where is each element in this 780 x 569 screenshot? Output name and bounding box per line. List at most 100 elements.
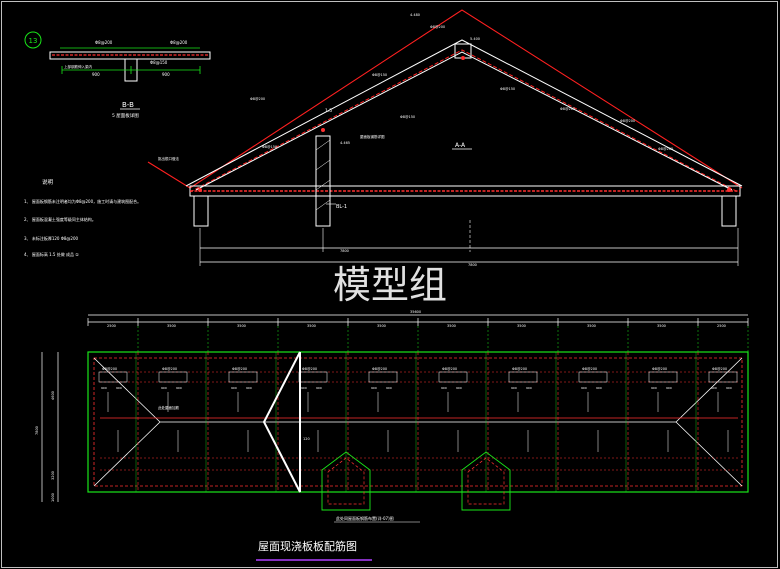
plan-top-dim: 2500 — [107, 324, 116, 328]
plan-rebar-dim: 900 — [231, 386, 237, 390]
plan-top-dims: 2500 3500 3500 3500 3500 3500 3500 3500 3500 2500 — [87, 318, 749, 352]
aa-dim-1: 7800 — [340, 249, 349, 253]
aa-note-mid: 屋面板钢筋详图 — [360, 134, 385, 139]
plan-hip-right-bottom — [675, 421, 743, 487]
aa-right-wall — [721, 195, 737, 227]
plan-left-dim-4: 1000 — [51, 493, 55, 502]
plan-rebar-box — [98, 371, 128, 383]
plan-hip-right-top — [675, 357, 743, 423]
plan-top-dim: 3500 — [587, 324, 596, 328]
notes-block: 说明 1、 屋面板钢筋未注明者均为Φ8@200，施工时请与建筑图配合。 2、 屋… — [24, 178, 141, 257]
plan-rebar-label: Φ8@200 — [102, 367, 117, 371]
plan-dormer-2 — [461, 451, 511, 511]
aa-slope: 1.5 — [325, 108, 332, 114]
plan-rebar-dim: 900 — [301, 386, 307, 390]
aa-roof-outer-rebar — [147, 9, 743, 189]
plan-top-dim: 2500 — [717, 324, 726, 328]
plan-rebar-dim: 900 — [316, 386, 322, 390]
aa-note-left: 挑出檐口做法 — [158, 156, 179, 161]
plan-top-dim: 3500 — [517, 324, 526, 328]
watermark: 模型组 — [333, 263, 447, 307]
aa-rebar-label: Φ8@150 — [262, 145, 277, 149]
plan-rebar-box — [228, 371, 258, 383]
plan-dormer-1 — [321, 451, 371, 511]
bb-subtitle: 5 屋面板详图 — [112, 112, 139, 119]
plan-rebar-dim: 900 — [456, 386, 462, 390]
plan-top-dim: 3500 — [237, 324, 246, 328]
note-1: 1、 屋面板钢筋未注明者均为Φ8@200，施工时请与建筑图配合。 — [24, 198, 141, 204]
plan-dormer-note: 此处屋面加筋 — [158, 405, 179, 410]
plan-rebar-label: Φ8@200 — [442, 367, 457, 371]
plan-rebar-box — [298, 371, 328, 383]
plan-left-dim-1: 4600 — [51, 391, 55, 400]
plan-top-dim: 3500 — [167, 324, 176, 328]
note-3: 3、 未标注板厚120 Φ8@200 — [24, 235, 79, 241]
aa-rebar-label: Φ8@150 — [500, 87, 515, 91]
plan-top-dim: 3500 — [377, 324, 386, 328]
plan-inner-rebar-boundary — [93, 357, 743, 487]
detail-marker-text: 13 — [29, 37, 38, 45]
plan-rebar-label: Φ8@200 — [302, 367, 317, 371]
plan-rebar-dim: 900 — [371, 386, 377, 390]
plan-hip-left-top — [93, 357, 161, 423]
plan-rebar-label: Φ8@200 — [372, 367, 387, 371]
plan-rebar-dim: 900 — [246, 386, 252, 390]
aa-rebar-label: Φ8@200 — [658, 147, 673, 151]
plan-rebar-dim: 900 — [101, 386, 107, 390]
aa-level-2: 5.400 — [470, 37, 480, 41]
plan-hip-left-bottom — [93, 421, 161, 487]
plan-rebar-label: Φ8@200 — [652, 367, 667, 371]
notes-heading: 说明 — [42, 178, 54, 186]
plan-rebar-dim: 900 — [386, 386, 392, 390]
plan-top-dim: 3500 — [307, 324, 316, 328]
aa-rebar-labels: Φ8@200Φ8@150Φ8@200Φ8@150Φ8@200Φ8@200Φ8@2… — [250, 25, 673, 151]
aa-dim-2: 7800 — [468, 263, 477, 267]
plan-rebar-box — [158, 371, 188, 383]
plan-rebar-dim: 900 — [116, 386, 122, 390]
plan-rebar-box — [438, 371, 468, 383]
bb-title: B-B — [122, 101, 134, 109]
aa-roof-slab-top — [185, 39, 743, 187]
plan-rebar-label: Φ8@200 — [232, 367, 247, 371]
plan-rebar-dim: 900 — [176, 386, 182, 390]
plan-top-dim: 3500 — [657, 324, 666, 328]
plan-note-bottom: 此处同屋面板钢筋布置(详-07)图 — [336, 515, 394, 521]
aa-rebar-label: Φ8@200 — [430, 25, 445, 29]
plan-rebar-box — [508, 371, 538, 383]
plan-top-dim: 3500 — [447, 324, 456, 328]
plan-rebar-dim: 900 — [726, 386, 732, 390]
plan-rebar-box — [648, 371, 678, 383]
aa-left-wall — [193, 195, 209, 227]
plan-rebar-box — [368, 371, 398, 383]
bb-dim-1: 900 — [92, 72, 100, 77]
plan-rebar-label: Φ8@200 — [162, 367, 177, 371]
aa-rebar-label: Φ8@150 — [400, 115, 415, 119]
plan-left-dim-2: 7800 — [35, 426, 39, 435]
section-bb: 13 Φ8@200 Φ8@200 Φ8@150 上部钢筋伸入梁内 900 900… — [24, 31, 211, 119]
note-4: 4、 屋面标高 1.5 处做 成品 ① — [24, 251, 79, 257]
plan-title: 屋面现浇板板配筋图 — [258, 539, 357, 553]
plan-left-dim-3: 3200 — [51, 471, 55, 480]
plan-rebar-dim: 900 — [711, 386, 717, 390]
bb-rebar-3: Φ8@150 — [150, 60, 168, 65]
bb-dim-2: 900 — [162, 72, 170, 77]
plan-rebar-box — [578, 371, 608, 383]
plan-rebar-label: Φ8@200 — [582, 367, 597, 371]
bb-rebar-2: Φ8@200 — [170, 40, 188, 45]
plan-total-dim: 35600 — [410, 310, 421, 314]
bb-rebar-1: Φ8@200 — [95, 40, 113, 45]
plan-rebar-box — [708, 371, 738, 383]
plan-rebar-dim: 900 — [526, 386, 532, 390]
aa-beam-label: BL-1 — [336, 204, 347, 210]
aa-rebar-label: Φ8@200 — [620, 119, 635, 123]
aa-level-3: 4.480 — [410, 13, 420, 17]
aa-rebar-label: Φ8@200 — [250, 97, 265, 101]
aa-rebar-label: Φ8@150 — [372, 73, 387, 77]
aa-title: A-A — [455, 142, 466, 149]
plan-opening-outline — [262, 351, 301, 493]
aa-interior-column — [315, 135, 331, 227]
